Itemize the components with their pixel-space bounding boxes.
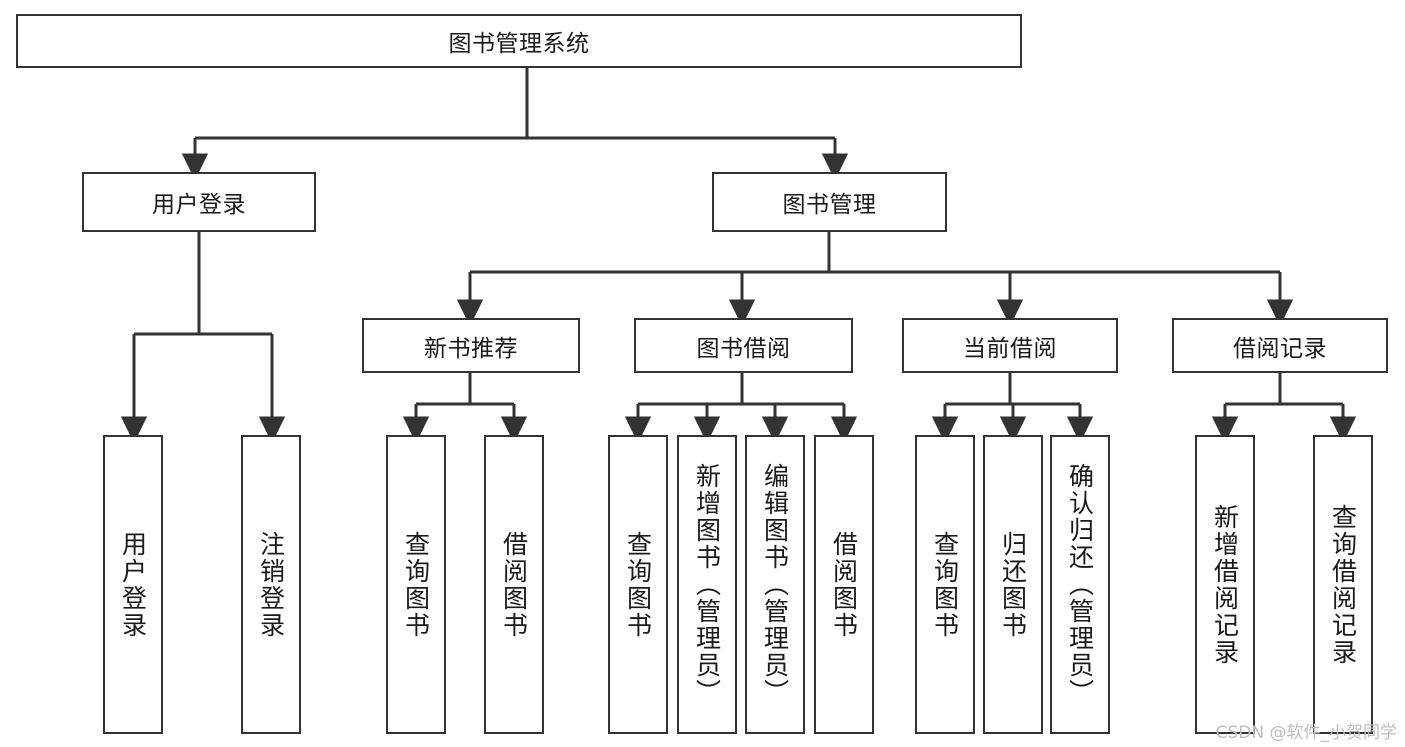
node-leaf-add-record-label: 新增借阅记录 — [1210, 503, 1240, 666]
node-borrow-record-label: 借阅记录 — [1233, 335, 1327, 362]
node-leaf-add-book-label: 新增图书（管理员） — [692, 463, 722, 706]
node-book-borrow-label: 图书借阅 — [696, 335, 791, 362]
node-leaf-query-book-current[interactable]: 查询图书 — [915, 435, 975, 734]
node-new-book-recommend[interactable]: 新书推荐 — [362, 318, 580, 373]
node-leaf-query-book-borrow-label: 查询图书 — [623, 530, 653, 639]
node-leaf-return-book-label: 归还图书 — [998, 530, 1028, 639]
node-root-label: 图书管理系统 — [448, 31, 590, 57]
node-leaf-borrow-book[interactable]: 借阅图书 — [814, 435, 874, 734]
node-leaf-query-book-current-label: 查询图书 — [930, 530, 960, 639]
node-leaf-borrow-book-label: 借阅图书 — [829, 530, 859, 639]
node-user-login[interactable]: 用户登录 — [82, 172, 316, 232]
node-book-borrow[interactable]: 图书借阅 — [634, 318, 853, 373]
node-leaf-add-record[interactable]: 新增借阅记录 — [1195, 435, 1255, 734]
node-leaf-edit-book[interactable]: 编辑图书（管理员） — [745, 435, 805, 734]
node-leaf-edit-book-label: 编辑图书（管理员） — [760, 463, 790, 706]
node-book-management-label: 图书管理 — [782, 192, 877, 218]
node-leaf-query-book-rec[interactable]: 查询图书 — [386, 435, 446, 734]
node-leaf-confirm-return[interactable]: 确认归还（管理员） — [1050, 435, 1110, 734]
node-leaf-user-login-label: 用户登录 — [118, 530, 148, 639]
csdn-watermark: CSDN @软件_小贺同学 — [1215, 723, 1397, 743]
node-root[interactable]: 图书管理系统 — [16, 14, 1022, 68]
node-current-borrow-label: 当前借阅 — [963, 335, 1057, 362]
node-leaf-confirm-return-label: 确认归还（管理员） — [1065, 463, 1095, 706]
node-leaf-query-book-rec-label: 查询图书 — [401, 530, 431, 639]
node-book-management[interactable]: 图书管理 — [712, 172, 947, 232]
node-leaf-borrow-book-rec[interactable]: 借阅图书 — [484, 435, 544, 734]
node-leaf-user-logout[interactable]: 注销登录 — [241, 435, 301, 734]
node-leaf-query-record-label: 查询借阅记录 — [1328, 503, 1358, 666]
node-user-login-label: 用户登录 — [152, 192, 246, 218]
node-borrow-record[interactable]: 借阅记录 — [1172, 318, 1388, 373]
node-current-borrow[interactable]: 当前借阅 — [902, 318, 1118, 373]
node-leaf-query-record[interactable]: 查询借阅记录 — [1313, 435, 1373, 734]
node-leaf-user-login[interactable]: 用户登录 — [103, 435, 163, 734]
node-leaf-query-book-borrow[interactable]: 查询图书 — [608, 435, 668, 734]
node-leaf-user-logout-label: 注销登录 — [256, 530, 286, 639]
node-leaf-borrow-book-rec-label: 借阅图书 — [499, 530, 529, 639]
node-leaf-add-book[interactable]: 新增图书（管理员） — [677, 435, 737, 734]
node-new-book-recommend-label: 新书推荐 — [424, 335, 518, 362]
node-leaf-return-book[interactable]: 归还图书 — [983, 435, 1043, 734]
